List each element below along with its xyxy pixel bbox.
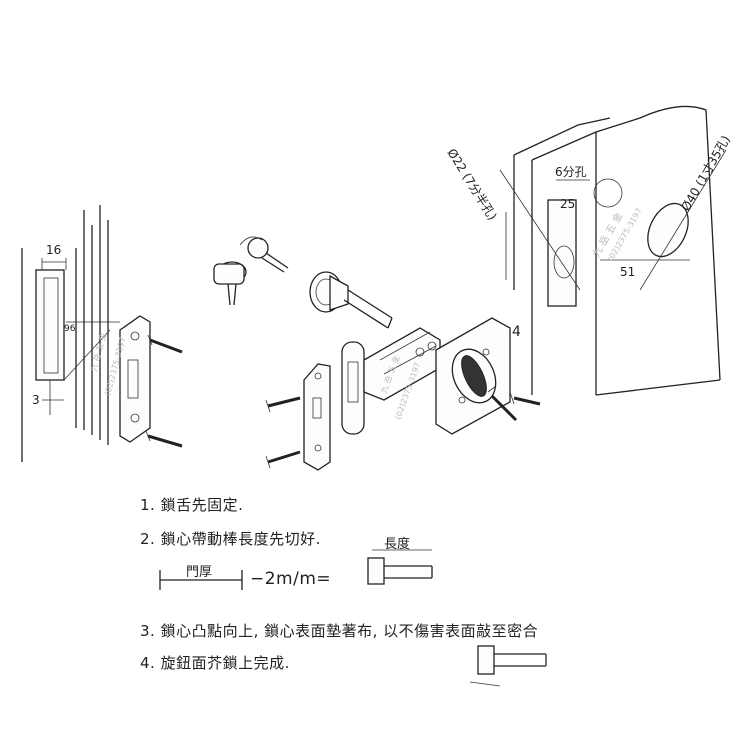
callout-4: 4	[512, 324, 521, 340]
dim-door-offset: 51	[620, 265, 635, 279]
dim-strike-height: 96	[64, 324, 76, 334]
label-door-thickness: 門厚	[186, 565, 212, 580]
tailpiece-fit-icon	[469, 645, 547, 687]
screw-icon	[265, 396, 301, 413]
dim-face-hole: Ø40 (1寸35孔)	[678, 133, 733, 213]
screw-icon	[487, 385, 518, 422]
step-4-text: 4. 旋鈕面芥鎖上完成.	[140, 654, 290, 672]
step-2-text: 2. 鎖心帶動棒長度先切好.	[140, 530, 321, 548]
screw-icon	[147, 334, 183, 354]
dim-cylinder-hole: Ø22 (7分半孔)	[444, 146, 499, 223]
watermark-brand: 九 岳 五 金	[88, 332, 108, 373]
thumb-turn-rose	[435, 317, 511, 435]
mortise-latch	[303, 327, 441, 471]
screw-icon	[509, 391, 541, 406]
screw-icon	[265, 450, 301, 469]
dim-screw-hole: 6分孔	[555, 165, 587, 179]
step-1-text: 1. 鎖舌先固定.	[140, 496, 243, 514]
length-measure	[367, 549, 433, 585]
door-frame-left	[21, 205, 120, 462]
label-length: 長度	[384, 536, 410, 552]
screw-icon	[145, 430, 183, 448]
keys-icon	[213, 236, 289, 306]
cylinder-icon	[309, 271, 393, 329]
formula-minus: −2m/m=	[250, 569, 331, 589]
door-edge-right	[499, 105, 727, 396]
door-thickness-measure	[159, 570, 243, 590]
latch-bolt	[119, 315, 151, 443]
dim-strike-depth: 3	[32, 393, 40, 407]
step-3-text: 3. 鎖心凸點向上, 鎖心表面墊著布, 以不傷害表面敲至密合	[140, 622, 538, 640]
dim-strike-width: 16	[46, 243, 61, 257]
dim-backset: 25	[560, 197, 575, 211]
